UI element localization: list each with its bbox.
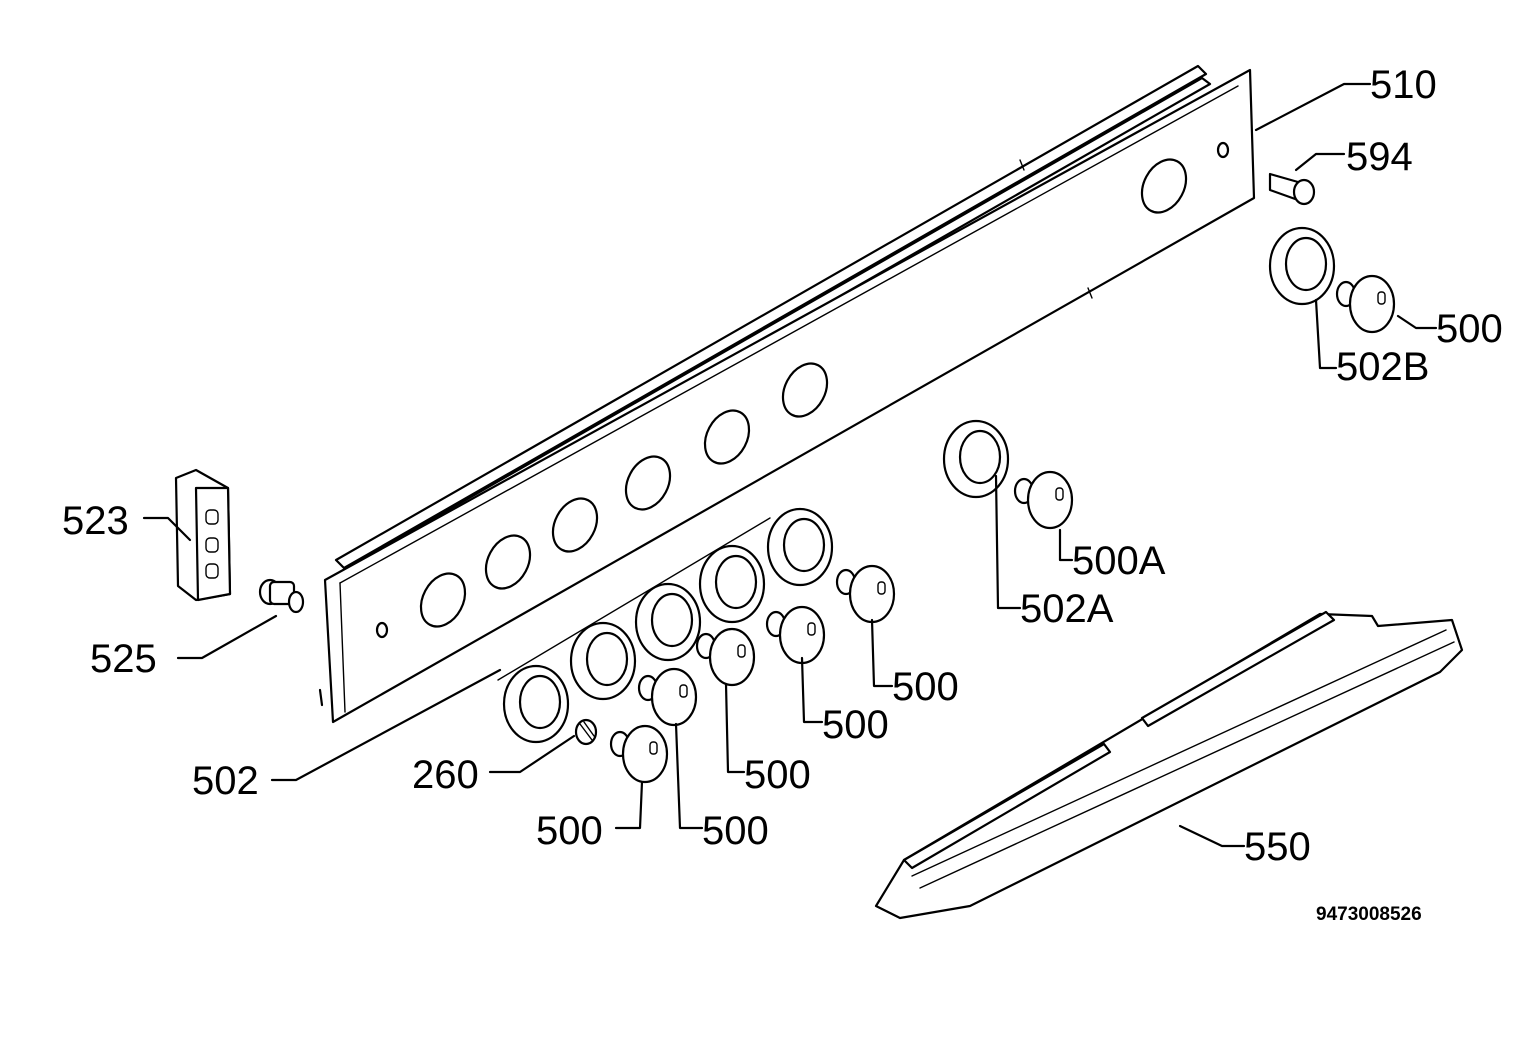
label-500-right: 500: [1436, 307, 1503, 351]
spring-260: [574, 718, 598, 746]
label-500-c: 500: [744, 753, 811, 797]
label-500a: 500A: [1072, 539, 1166, 583]
label-594: 594: [1346, 135, 1413, 179]
control-panel-510: [318, 64, 1256, 724]
label-523: 523: [62, 499, 129, 543]
bezel-502a: [942, 419, 1010, 499]
label-502b: 502B: [1336, 345, 1429, 389]
label-500-b: 500: [822, 703, 889, 747]
label-260: 260: [412, 753, 479, 797]
bezel-rings-502: [497, 507, 834, 744]
trim-strip-550: [874, 610, 1464, 920]
bracket-523: [174, 468, 232, 602]
knob-500-right: [1335, 274, 1396, 334]
pin-594: [1268, 172, 1316, 206]
label-500-d: 500: [536, 809, 603, 853]
part-labels: 510 594 500 502B 523 525 500A 502A 500 5…: [62, 63, 1503, 925]
label-500-e: 500: [702, 809, 769, 853]
label-510: 510: [1370, 63, 1437, 107]
button-525: [258, 578, 305, 614]
label-525: 525: [90, 637, 157, 681]
label-500-a: 500: [892, 665, 959, 709]
label-550: 550: [1244, 825, 1311, 869]
leader-lines: [142, 82, 1438, 848]
knob-500a: [1013, 470, 1074, 530]
drawing-code: 9473008526: [1316, 904, 1422, 925]
label-502a: 502A: [1020, 587, 1114, 631]
label-502: 502: [192, 759, 259, 803]
control-knobs-500: [609, 564, 896, 784]
bezel-502b: [1268, 226, 1336, 306]
